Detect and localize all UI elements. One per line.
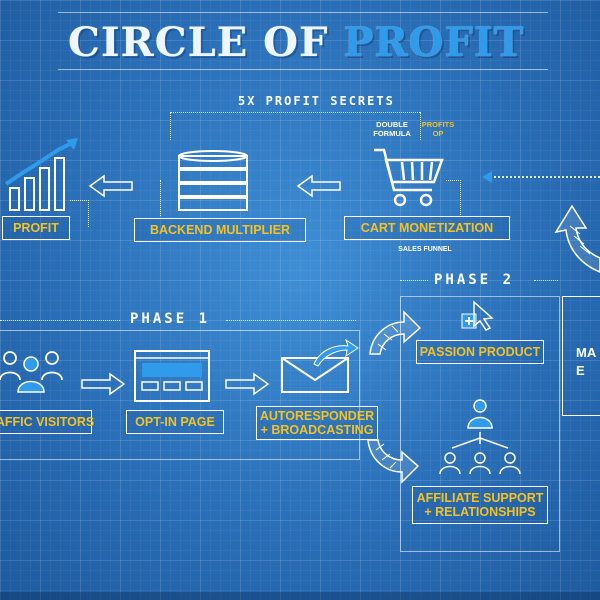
double-formula-label: DOUBLE FORMULA <box>373 120 411 138</box>
envelope-icon <box>281 338 359 393</box>
cursor-plus-icon <box>461 300 494 331</box>
secrets-bracket-top <box>170 112 420 113</box>
phase1-rule-right <box>226 320 356 321</box>
connector <box>70 200 89 227</box>
bottom-band <box>0 592 600 600</box>
connector <box>160 180 161 216</box>
traffic-visitors-box: AFFIC VISITORS <box>0 410 94 434</box>
profit-box: PROFIT <box>2 216 70 240</box>
bar-chart-icon <box>4 138 78 211</box>
double-arrow-icon <box>88 174 133 198</box>
passion-product-box: PASSION PRODUCT <box>416 340 544 364</box>
curved-arrow-icon <box>367 439 420 484</box>
backend-multiplier-box: BACKEND MULTIPLIER <box>134 218 306 242</box>
connector <box>446 180 461 217</box>
database-icon <box>178 150 248 211</box>
sales-funnel-label: SALES FUNNEL <box>398 246 452 253</box>
curved-arrow-icon <box>369 310 422 355</box>
phase1-panel <box>0 330 360 460</box>
phase1-heading: PHASE 1 <box>130 311 211 327</box>
secrets-bracket-right <box>420 112 421 140</box>
double-arrow-icon <box>296 174 341 198</box>
title-part-1: CIRCLE OF <box>68 19 344 66</box>
double-arrow-icon <box>81 372 126 396</box>
title-frame: CIRCLE OF PROFIT <box>58 12 548 70</box>
secrets-bracket-left <box>170 112 171 140</box>
page-title: CIRCLE OF PROFIT <box>68 19 524 66</box>
people-icon <box>0 351 63 393</box>
phase2-heading: PHASE 2 <box>434 272 515 288</box>
phase2-rule-left <box>400 280 428 281</box>
shopping-cart-icon <box>374 148 444 207</box>
double-arrow-icon <box>225 372 270 396</box>
incoming-dotted-line <box>490 176 600 178</box>
phase3-panel-partial <box>562 296 600 416</box>
secrets-heading: 5X PROFIT SECRETS <box>238 94 395 108</box>
phase2-rule-right <box>534 280 558 281</box>
profits-op-label: PROFITS OP <box>421 120 455 138</box>
autoresponder-box: AUTORESPONDER + BROADCASTING <box>256 406 378 440</box>
webpage-icon <box>134 350 210 402</box>
phase2-panel <box>400 296 560 552</box>
phase3-label-partial: MA E <box>576 345 597 378</box>
org-chart-icon <box>439 399 521 475</box>
title-part-2: PROFIT <box>343 19 525 66</box>
phase1-rule-left <box>0 320 120 321</box>
cart-monetization-box: CART MONETIZATION <box>344 216 510 240</box>
curved-arrow-icon <box>554 204 600 273</box>
arrow-head-icon <box>482 171 492 183</box>
affiliate-support-box: AFFILIATE SUPPORT + RELATIONSHIPS <box>412 486 548 524</box>
optin-page-box: OPT-IN PAGE <box>126 410 224 434</box>
